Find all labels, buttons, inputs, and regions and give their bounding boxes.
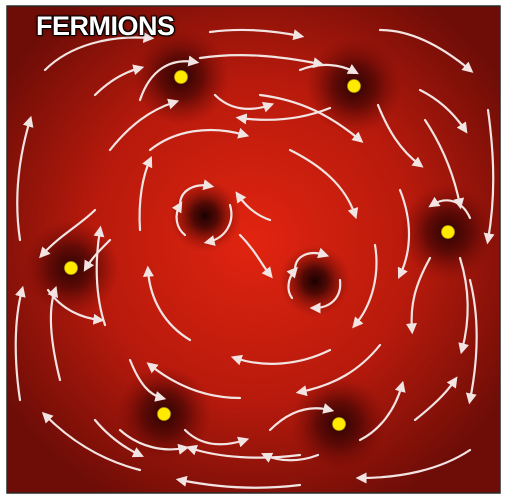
streamline-16 — [213, 93, 275, 113]
streamline-21 — [405, 256, 432, 335]
streamline-51 — [235, 191, 272, 222]
streamline-17 — [298, 63, 359, 75]
streamline-3 — [378, 28, 474, 73]
streamline-6 — [465, 278, 478, 405]
streamline-41 — [295, 343, 382, 397]
streamline-4 — [198, 54, 325, 69]
particles — [64, 70, 455, 431]
streamline-36 — [142, 265, 192, 342]
fermion-particle-4 — [64, 261, 78, 275]
streamline-20 — [428, 196, 472, 220]
streamline-11 — [185, 444, 302, 459]
streamline-46 — [171, 201, 187, 237]
streamline-54 — [93, 418, 144, 458]
streamline-32 — [148, 127, 250, 152]
streamline-24 — [46, 288, 105, 325]
streamline-23 — [39, 208, 97, 259]
streamline-55 — [413, 376, 458, 422]
streamline-2 — [208, 28, 305, 41]
streamline-7 — [423, 118, 465, 210]
streamline-15 — [138, 55, 200, 102]
streamline-38 — [108, 98, 180, 152]
streamlines — [14, 28, 495, 489]
streamline-42 — [146, 362, 242, 400]
fermion-particle-1 — [174, 70, 188, 84]
streamline-12 — [14, 285, 26, 402]
streamline-13 — [16, 115, 34, 242]
streamline-31 — [261, 452, 320, 463]
streamline-52 — [93, 64, 145, 97]
streamline-48 — [293, 247, 330, 272]
streamline-9 — [175, 475, 302, 489]
streamline-33 — [288, 148, 359, 220]
streamline-8 — [355, 448, 472, 484]
streamline-39 — [258, 93, 364, 143]
streamline-19 — [235, 106, 332, 125]
streamline-37 — [138, 156, 153, 232]
streamline-53 — [418, 88, 468, 134]
streamline-1 — [43, 32, 155, 72]
streamline-43 — [93, 225, 107, 327]
figure-title: FERMIONS — [36, 11, 175, 41]
streamline-29 — [268, 403, 335, 432]
streamline-40 — [397, 188, 411, 279]
streamline-50 — [286, 266, 298, 300]
vortex-core-1 — [169, 180, 241, 252]
fermion-particle-6 — [332, 417, 346, 431]
fermion-particle-3 — [441, 225, 455, 239]
streamline-10 — [41, 411, 142, 472]
streamline-18 — [376, 103, 424, 168]
streamline-28 — [118, 428, 190, 455]
streamline-22 — [458, 256, 470, 355]
streamline-26 — [128, 358, 167, 402]
fermion-particle-5 — [157, 407, 171, 421]
streamline-30 — [358, 380, 406, 442]
streamline-5 — [483, 108, 495, 245]
streamline-35 — [230, 348, 332, 366]
fermion-particle-2 — [347, 79, 361, 93]
streamline-47 — [238, 233, 273, 279]
streamline-34 — [352, 243, 378, 329]
streamline-45 — [203, 203, 233, 246]
streamline-27 — [183, 428, 250, 448]
streamline-49 — [309, 278, 342, 314]
